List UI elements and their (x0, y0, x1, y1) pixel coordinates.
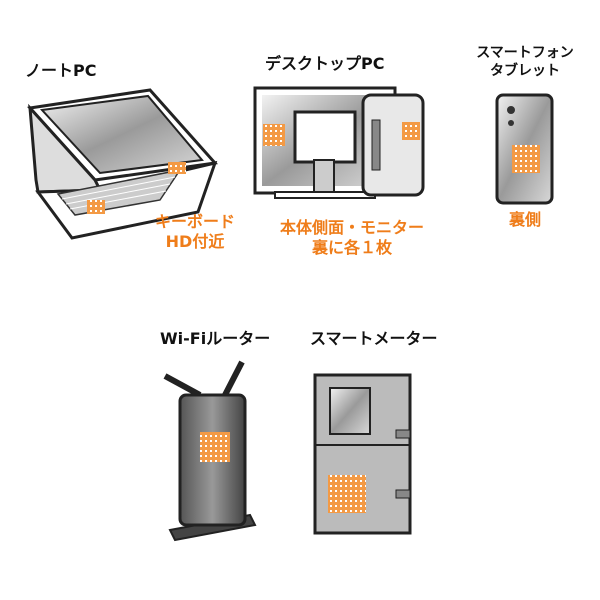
tag-router (200, 432, 230, 462)
phone-title-line2: タブレット (490, 63, 560, 79)
laptop-note: キーボード HD付近 (150, 212, 240, 252)
phone-title-line1: スマートフォン (476, 45, 574, 61)
laptop-icon (27, 88, 218, 240)
phone-icon (495, 93, 554, 205)
phone-note: 裏側 (508, 210, 541, 229)
phone-title: スマートフォン タブレット (470, 44, 580, 80)
laptop-note-line2: HD付近 (165, 232, 225, 251)
tag-meter (328, 475, 366, 513)
desktop-note: 本体側面・モニター 裏に各１枚 (262, 218, 442, 258)
router-title: Wi-Fiルーター (160, 329, 271, 348)
laptop-title: ノートPC (25, 61, 97, 80)
router-icon (163, 360, 257, 542)
tag-side (402, 122, 420, 140)
smart-meter-icon (313, 373, 412, 535)
desktop-title: デスクトップPC (265, 54, 385, 73)
tag-hd (168, 162, 186, 174)
tag-phone (512, 145, 540, 173)
desktop-note-line1: 本体側面・モニター (279, 218, 424, 237)
laptop-note-line1: キーボード (154, 212, 235, 231)
desktop-note-line2: 裏に各１枚 (311, 238, 392, 257)
meter-title: スマートメーター (310, 329, 438, 348)
desktop-icon (253, 86, 425, 199)
tag-monitor (263, 124, 285, 146)
tag-keyboard (87, 200, 105, 214)
